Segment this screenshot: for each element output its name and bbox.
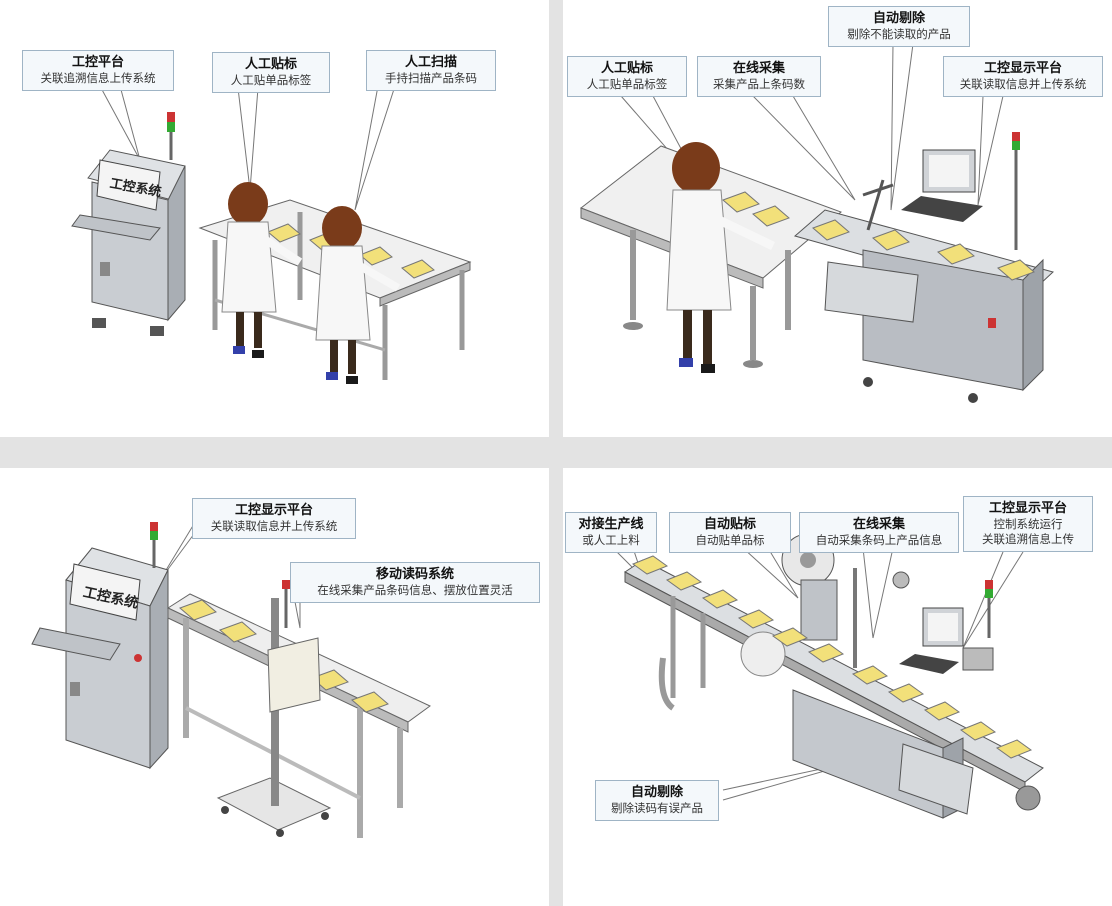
- leader-line-3: [862, 547, 894, 639]
- callout-ipc-display: 工控显示平台 关联读取信息并上传系统: [943, 56, 1103, 97]
- worker-scanner: [315, 206, 401, 384]
- callout-title: 工控显示平台: [234, 503, 313, 518]
- callout-subtitle: 控制系统运行: [993, 517, 1063, 531]
- callout-title: 人工贴标: [244, 57, 297, 72]
- panel-manual-label-scan: 工控系统: [0, 0, 549, 437]
- callout-title: 人工扫描: [404, 55, 457, 70]
- reject-bin: [824, 261, 919, 323]
- callout-subtitle: 采集产品上条码数: [713, 77, 805, 91]
- callout-auto-reject: 自动剔除 剔除读码有误产品: [595, 780, 719, 821]
- labeling-machine: [740, 533, 1041, 819]
- product-boxes: [631, 555, 1033, 759]
- callout-subtitle: 或人工上料: [582, 533, 640, 547]
- callout-auto-reject: 自动剔除 剔除不能读取的产品: [828, 6, 970, 47]
- callout-title: 在线采集: [852, 517, 905, 532]
- scene-automatic-line: [612, 533, 1044, 819]
- leader-line-4: [962, 551, 1024, 649]
- callout-subtitle: 关联追溯信息上传系统: [40, 71, 156, 85]
- scene-mobile-reader: 工控系统: [31, 522, 431, 838]
- conveyor-machine: [793, 132, 1054, 403]
- scene-online-line: [579, 43, 1054, 403]
- leader-line-3: [890, 43, 914, 211]
- callout-title: 自动贴标: [703, 517, 756, 532]
- leader-line-2: [752, 95, 856, 201]
- leader-line-3: [354, 85, 396, 211]
- scene-manual-station: 工控系统: [71, 85, 472, 384]
- callout-title: 移动读码系统: [375, 567, 454, 582]
- callout-mobile-reader: 移动读码系统 在线采集产品条码信息、摆放位置灵活: [290, 562, 540, 603]
- callout-title: 对接生产线: [578, 517, 644, 532]
- callout-manual-scanning: 人工扫描 手持扫描产品条码: [366, 50, 496, 91]
- callout-subtitle: 手持扫描产品条码: [385, 71, 477, 85]
- callout-subtitle: 在线采集产品条码信息、摆放位置灵活: [317, 583, 513, 597]
- callout-title: 自动剔除: [630, 785, 683, 800]
- worker-labeler: [666, 142, 775, 373]
- callout-subtitle: 关联读取信息并上传系统: [210, 519, 338, 533]
- leader-line-2: [742, 547, 799, 599]
- mobile-reader-stand: [216, 580, 332, 837]
- leader-line-2: [237, 87, 259, 191]
- callout-title: 人工贴标: [600, 61, 653, 76]
- leader-line-1: [99, 85, 141, 161]
- product-boxes: [179, 599, 389, 713]
- reject-bin: [898, 743, 974, 815]
- callout-subtitle: 剔除不能读取的产品: [847, 27, 951, 41]
- callout-title: 工控平台: [71, 55, 124, 70]
- callout-title: 在线采集: [732, 61, 785, 76]
- callout-ipc-display: 工控显示平台 控制系统运行 关联追溯信息上传: [963, 496, 1093, 552]
- leader-line-4: [977, 95, 1004, 206]
- callout-auto-labeling: 自动贴标 自动贴单品标: [669, 512, 791, 553]
- callout-title: 工控显示平台: [983, 61, 1062, 76]
- callout-manual-labeling: 人工贴标 人工贴单品标签: [567, 56, 687, 97]
- callout-subtitle: 自动贴单品标: [695, 533, 765, 547]
- callout-online-collection: 在线采集 采集产品上条码数: [697, 56, 821, 97]
- worker-labeler: [221, 182, 303, 358]
- callout-subtitle-2: 关联追溯信息上传: [982, 532, 1074, 546]
- callout-ipc-display: 工控显示平台 关联读取信息并上传系统: [192, 498, 356, 539]
- callout-ipc-platform: 工控平台 关联追溯信息上传系统: [22, 50, 174, 91]
- callout-online-collection: 在线采集 自动采集条码上产品信息: [799, 512, 959, 553]
- callout-title: 工控显示平台: [988, 501, 1067, 516]
- panel-mobile-reader: 工控系统: [0, 468, 549, 906]
- callout-subtitle: 关联读取信息并上传系统: [959, 77, 1087, 91]
- kiosk-machine: 工控系统: [71, 112, 186, 336]
- kiosk-machine: 工控系统: [31, 522, 169, 770]
- product-boxes: [722, 191, 1035, 281]
- callout-title: 自动剔除: [872, 11, 925, 26]
- callout-subtitle: 剔除读码有误产品: [611, 801, 703, 815]
- long-conveyor: [624, 559, 1044, 793]
- panel-full-automatic-line: 对接生产线 或人工上料 自动贴标 自动贴单品标 在线采集 自动采集条码上产品信息…: [563, 468, 1112, 906]
- callout-manual-labeling: 人工贴标 人工贴单品标签: [212, 52, 330, 93]
- callout-subtitle: 人工贴单品标签: [230, 73, 312, 87]
- panel-online-collection: 人工贴标 人工贴单品标签 在线采集 采集产品上条码数 自动剔除 剔除不能读取的产…: [563, 0, 1112, 437]
- callout-subtitle: 人工贴单品标签: [586, 77, 668, 91]
- callout-subtitle: 自动采集条码上产品信息: [815, 533, 943, 547]
- callout-line-docking: 对接生产线 或人工上料: [565, 512, 657, 553]
